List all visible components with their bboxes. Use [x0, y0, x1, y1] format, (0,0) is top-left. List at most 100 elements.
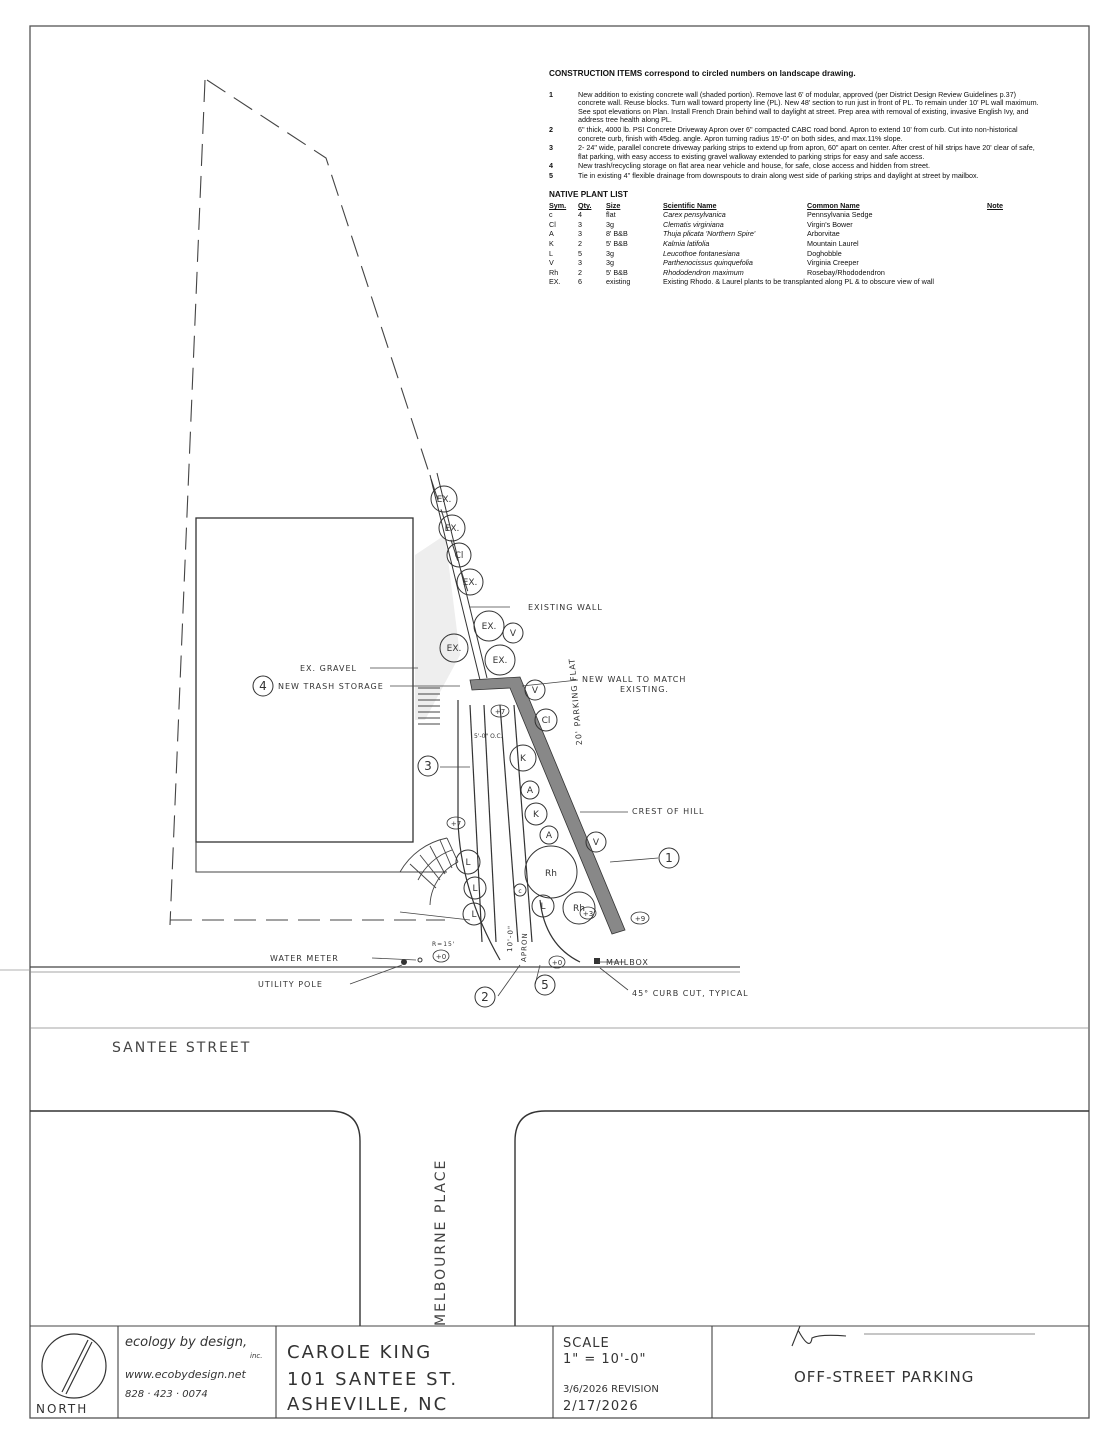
label-crest: CREST OF HILL	[632, 807, 704, 816]
house-walkway	[195, 842, 447, 873]
label-new-wall: NEW WALL TO MATCH	[582, 675, 686, 684]
plant-size: 3g	[606, 258, 614, 268]
plant-symbol: Rh	[545, 869, 557, 879]
plant-symbol: K	[520, 754, 527, 764]
plant-size: flat	[606, 210, 616, 220]
scale-label: SCALE	[563, 1336, 610, 1351]
street-melbourne: MELBOURNE PLACE	[433, 1159, 449, 1326]
plant-common: Doghobble	[807, 248, 842, 258]
north-label: NORTH	[36, 1402, 89, 1416]
plant-symbol: L	[472, 884, 477, 894]
label-utility-pole: UTILITY POLE	[258, 980, 323, 989]
plant-col-header: Sym.	[549, 201, 567, 211]
construction-item-text: New trash/recycling storage on flat area…	[578, 161, 930, 171]
plant-symbol: Cl	[455, 551, 464, 561]
callout-number: 2	[481, 990, 489, 1004]
plant-sym: K	[549, 238, 554, 248]
plant-note	[957, 258, 1003, 268]
label-new-wall-2: EXISTING.	[620, 685, 669, 694]
client-city: ASHEVILLE, NC	[287, 1394, 449, 1415]
plant-common: Mountain Laurel	[807, 238, 859, 248]
plant-qty: 4	[578, 210, 582, 220]
plant-note	[957, 249, 1003, 259]
plant-scientific: Carex pensylvanica	[663, 210, 726, 220]
plant-qty: 6	[578, 277, 582, 287]
spot-elevation: +0	[552, 959, 562, 967]
gravel-area	[415, 535, 460, 720]
construction-title: CONSTRUCTION ITEMS correspond to circled…	[549, 69, 856, 78]
label-curb-cut: 45° CURB CUT, TYPICAL	[632, 989, 749, 998]
plant-size: 3g	[606, 219, 614, 229]
plant-note	[957, 229, 1003, 239]
plant-sym: Cl	[549, 219, 556, 229]
callout-number: 5	[541, 978, 549, 992]
sheet-title: OFF-STREET PARKING	[794, 1368, 975, 1386]
scale-value: 1" = 10'-0"	[563, 1352, 647, 1367]
plant-symbol: V	[532, 686, 539, 696]
client-name: CAROLE KING	[287, 1342, 433, 1363]
label-dim-10: 10'-0"	[506, 925, 515, 952]
plant-col-header: Note	[987, 201, 1003, 211]
label-dim-60: 5'-0" O.C.	[474, 733, 503, 740]
driveway	[457, 700, 581, 963]
plant-symbol: EX.	[447, 644, 462, 654]
construction-item-number: 5	[549, 170, 553, 180]
plant-col-header: Scientific Name	[663, 201, 717, 211]
steps	[418, 687, 440, 725]
firm-name: ecology by design,	[125, 1335, 248, 1350]
plant-sym: L	[549, 248, 553, 258]
callout-number: 3	[424, 759, 432, 773]
plant-col-header: Size	[606, 201, 621, 211]
mailbox-symbol	[594, 958, 600, 964]
plant-size: 8' B&B	[606, 229, 628, 239]
plant-symbols	[430, 485, 607, 926]
plant-common: Pennsylvania Sedge	[807, 210, 873, 220]
plant-symbol-labels: EX. EX. Cl EX. EX. EX. V EX. V Cl K A K …	[437, 495, 600, 920]
plant-symbol: EX.	[445, 524, 460, 534]
plant-qty: 2	[578, 267, 582, 277]
plant-list-table: Sym. Qty. Size Scientific Name Common Na…	[549, 201, 1003, 287]
plant-size: 5' B&B	[606, 267, 628, 277]
plant-size: 5' B&B	[606, 238, 628, 248]
label-parking-flat: 20' PARKING FLAT	[567, 658, 584, 746]
plant-scientific: Parthenocissus quinquefolia	[663, 258, 753, 268]
plant-symbol: A	[527, 786, 534, 796]
label-mailbox: MAILBOX	[606, 958, 649, 967]
plant-symbol: V	[593, 838, 600, 848]
spot-elevation: +7	[495, 708, 505, 716]
plant-symbol: Cl	[542, 716, 551, 726]
construction-item-number: 1	[549, 89, 553, 99]
plant-common: Rosebay/Rhododendron	[807, 267, 885, 277]
street-santee: SANTEE STREET	[112, 1040, 251, 1056]
spot-elevation: +9	[635, 915, 645, 923]
firm-phone: 828 · 423 · 0074	[125, 1389, 208, 1400]
plant-scientific: Kalmia latifolia	[663, 238, 710, 248]
label-r15: R=15'	[432, 941, 455, 948]
north-arrow	[41, 1333, 107, 1399]
melbourne-place-road	[30, 1110, 1089, 1326]
plant-scientific: Thuja plicata 'Northern Spire'	[663, 229, 756, 239]
plant-symbol: L	[465, 858, 470, 868]
utility-pole-symbol	[401, 959, 407, 965]
plant-sym: EX.	[549, 277, 561, 287]
construction-item-number: 2	[549, 124, 553, 134]
callout-number: 4	[259, 679, 267, 693]
plant-scientific: Rhododendron maximum	[663, 267, 744, 277]
plant-symbol: V	[510, 629, 517, 639]
construction-item-number: 3	[549, 143, 553, 153]
construction-item: 5 Tie in existing 4" flexible drainage fr…	[549, 170, 1039, 181]
plant-size: 3g	[606, 248, 614, 258]
plant-common: Arborvitae	[807, 229, 840, 239]
plant-qty: 5	[578, 248, 582, 258]
drawing-date: 2/17/2026	[563, 1399, 639, 1414]
plant-symbol: EX.	[463, 578, 478, 588]
construction-callouts	[252, 675, 680, 1008]
construction-item-text: Tie in existing 4" flexible drainage fro…	[578, 170, 979, 180]
